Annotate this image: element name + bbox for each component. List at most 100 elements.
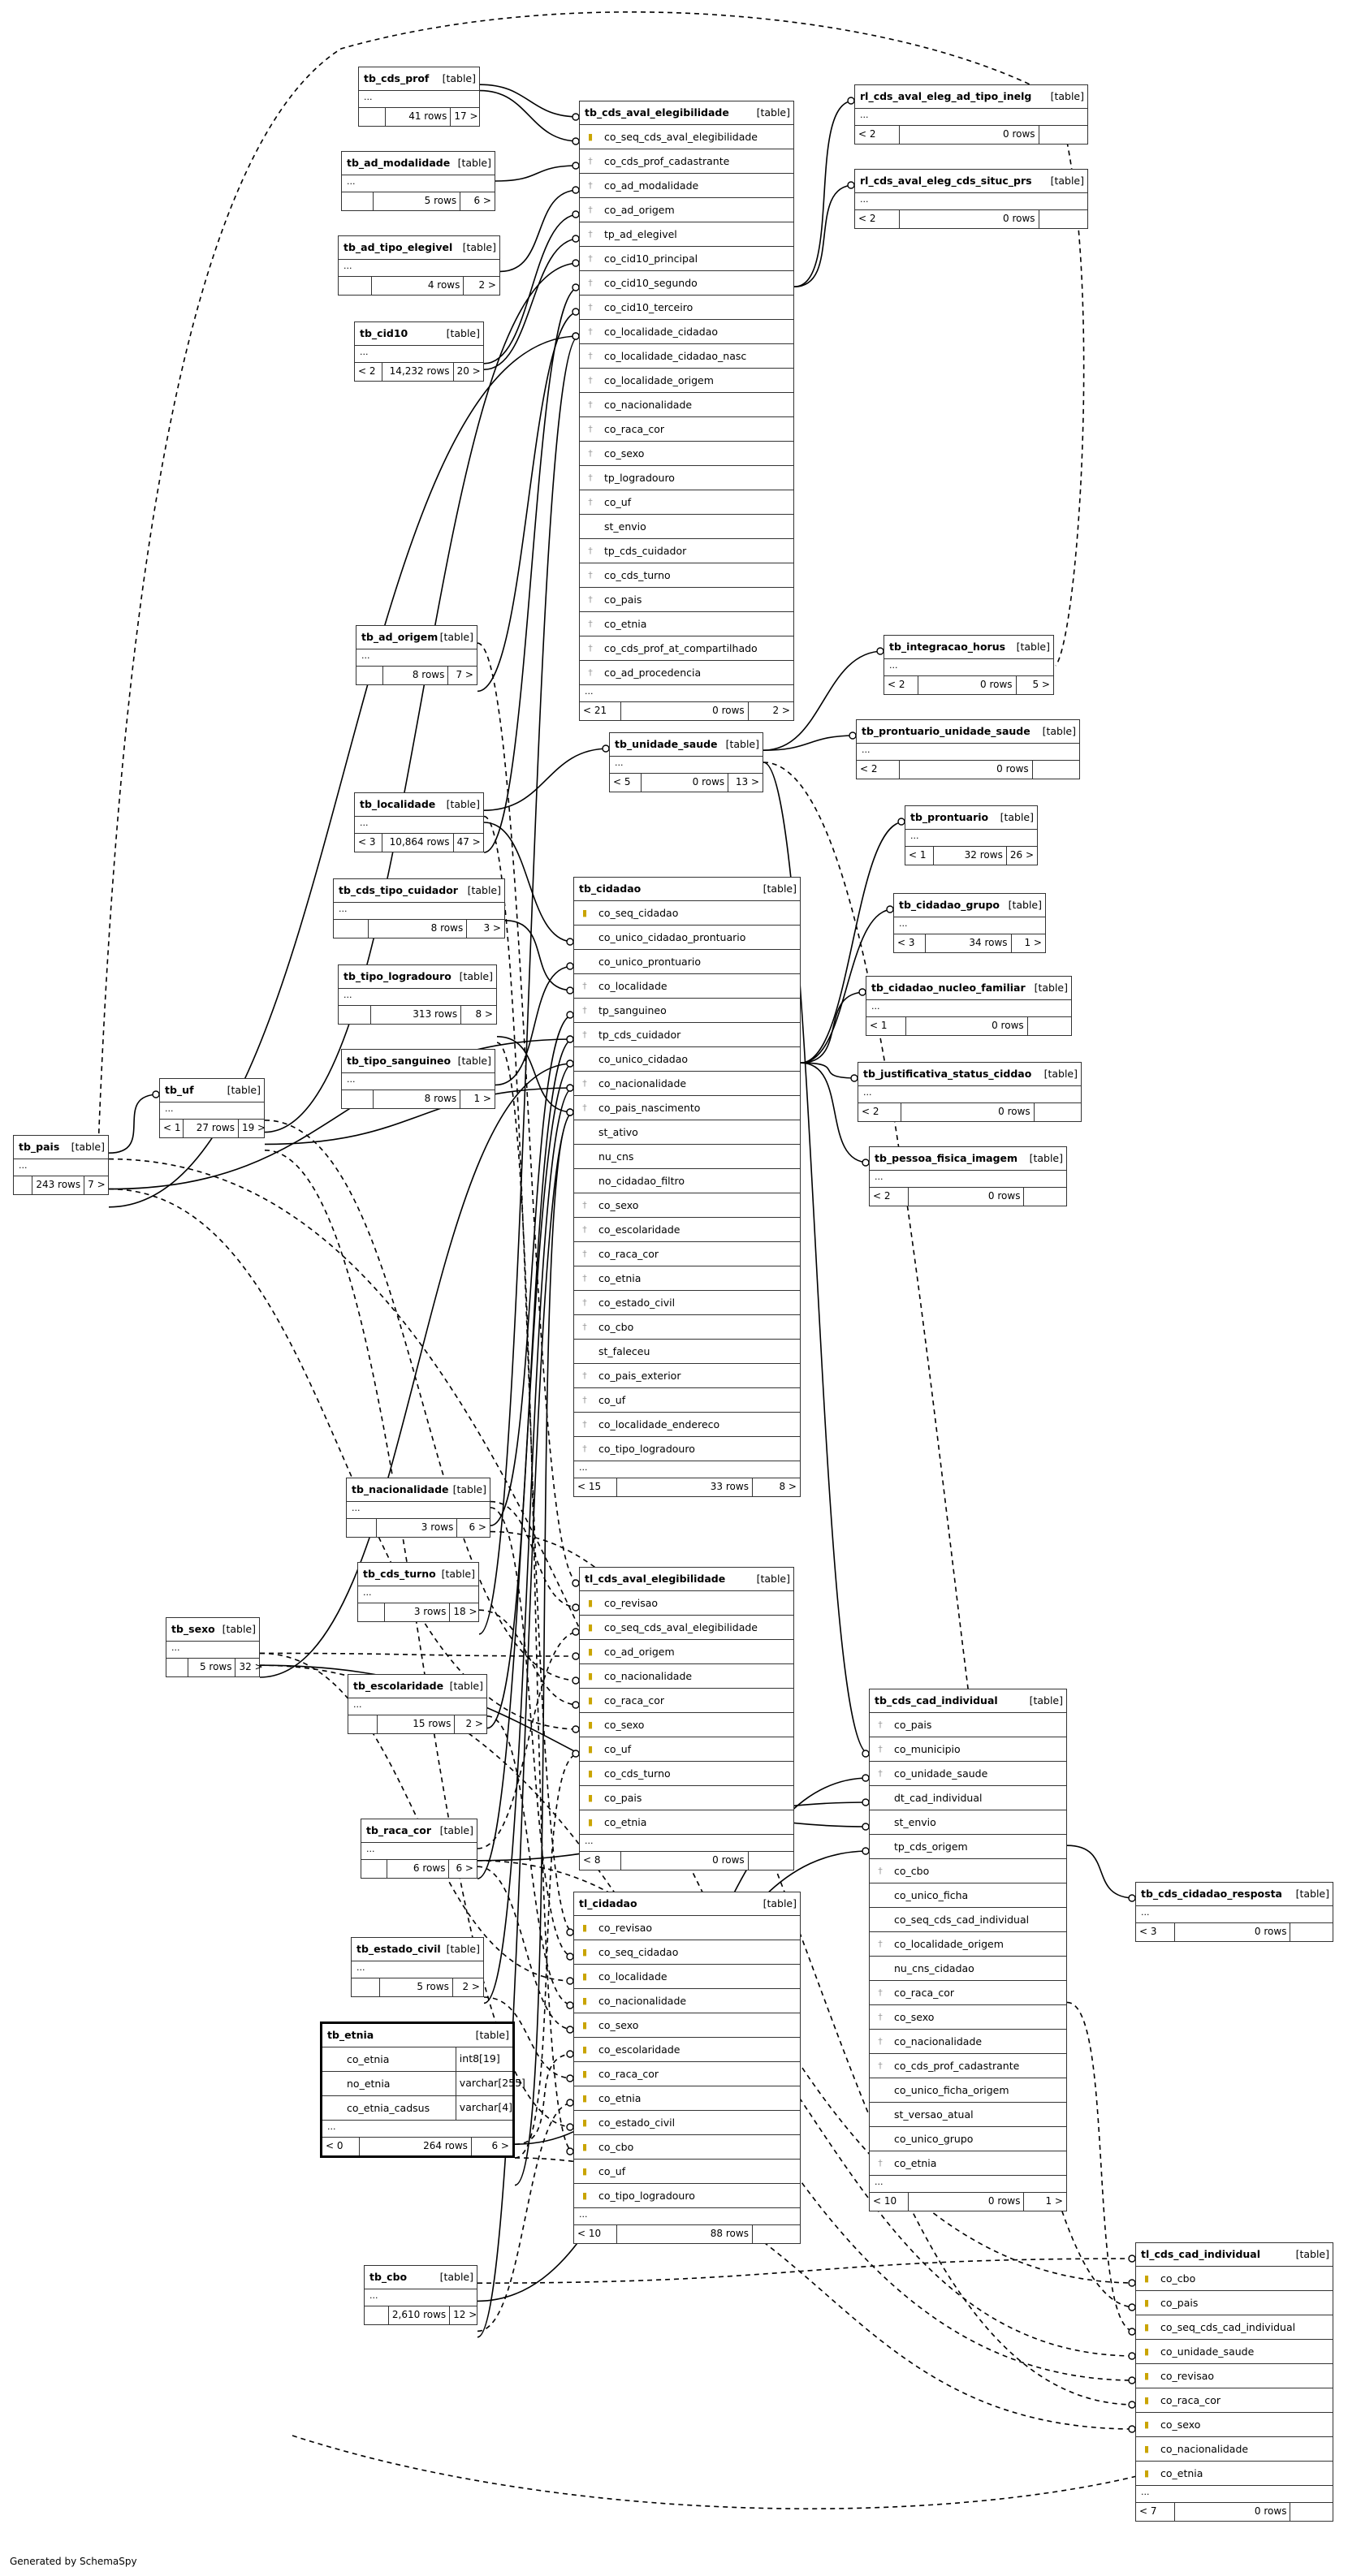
parents-count[interactable]: < 10 (574, 2225, 618, 2243)
table-name[interactable]: tb_cbo (369, 2271, 408, 2283)
table-name[interactable]: tb_justificativa_status_ciddao (863, 1068, 1032, 1080)
children-count[interactable]: 20 > (456, 365, 481, 377)
column-row[interactable]: †co_pais (870, 1713, 1066, 1737)
table-name[interactable]: tb_cidadao_grupo (899, 899, 1000, 911)
table-name[interactable]: tb_prontuario_unidade_saude (862, 725, 1030, 737)
column-row[interactable]: †co_raca_cor (870, 1981, 1066, 2005)
table-name[interactable]: tb_pessoa_fisica_imagem (875, 1152, 1018, 1164)
column-row[interactable]: †co_cds_prof_cadastrante (870, 2054, 1066, 2078)
parents-count[interactable] (359, 108, 386, 126)
column-row[interactable]: st_ativo (574, 1120, 800, 1145)
parents-count[interactable]: < 2 (355, 363, 383, 381)
column-row[interactable]: †co_localidade_origem (870, 1932, 1066, 1957)
column-row[interactable]: ▮co_raca_cor (574, 2062, 800, 2086)
table-name[interactable]: tb_unidade_saude (615, 738, 718, 750)
table-name[interactable]: tb_estado_civil (356, 1943, 441, 1955)
children-count[interactable]: 2 > (772, 705, 790, 716)
table-name[interactable]: tb_nacionalidade (352, 1483, 449, 1495)
table-tb-cds-cad-individual[interactable]: tb_cds_cad_individual[table]†co_pais†co_… (869, 1689, 1067, 2211)
column-row[interactable]: †co_cds_prof_at_compartilhado (580, 636, 793, 661)
children-count[interactable] (1290, 2503, 1333, 2521)
column-row[interactable]: ▮co_revisao (574, 1916, 800, 1940)
column-row[interactable]: ▮co_cbo (574, 2135, 800, 2160)
column-row[interactable]: ▮co_seq_cidadao (574, 1940, 800, 1965)
column-row[interactable]: ▮co_estado_civil (574, 2111, 800, 2135)
table-name[interactable]: tb_cds_aval_elegibilidade (585, 106, 729, 119)
parents-count[interactable] (348, 1715, 378, 1733)
children-count[interactable]: 19 > (241, 1122, 266, 1133)
column-row[interactable]: †tp_cds_cuidador (580, 539, 793, 563)
table-tb-cds-aval-elegibilidade[interactable]: tb_cds_aval_elegibilidade[table]▮co_seq_… (579, 101, 794, 721)
column-row[interactable]: †co_etnia (870, 2151, 1066, 2176)
column-row[interactable]: ▮co_etnia (580, 1810, 793, 1835)
parents-count[interactable] (347, 1519, 378, 1537)
column-row[interactable]: †co_cid10_terceiro (580, 296, 793, 320)
children-count[interactable]: 2 > (478, 279, 496, 291)
column-row[interactable]: ▮co_uf (580, 1737, 793, 1762)
column-row[interactable]: †co_nacionalidade (580, 393, 793, 417)
column-row[interactable]: ▮co_escolaridade (574, 2038, 800, 2062)
children-count[interactable]: 6 > (491, 2140, 509, 2151)
column-row[interactable]: nu_cns_cidadao (870, 1957, 1066, 1981)
parents-count[interactable]: < 0 (322, 2138, 361, 2155)
column-row[interactable]: †tp_logradouro (580, 466, 793, 490)
column-row[interactable]: †co_pais_nascimento (574, 1096, 800, 1120)
column-row[interactable]: †co_cds_prof_cadastrante (580, 149, 793, 174)
table-tb-justificativa-status-ciddao[interactable]: tb_justificativa_status_ciddao[table]...… (858, 1062, 1082, 1122)
parents-count[interactable]: < 3 (1136, 1923, 1175, 1941)
column-row[interactable]: †co_unidade_saude (870, 1762, 1066, 1786)
parents-count[interactable]: < 2 (855, 210, 900, 228)
column-row[interactable]: †co_cid10_segundo (580, 271, 793, 296)
children-count[interactable] (1039, 210, 1087, 228)
children-count[interactable]: 17 > (454, 110, 478, 122)
column-row[interactable]: tp_cds_origem (870, 1835, 1066, 1859)
table-name[interactable]: tl_cds_cad_individual (1141, 2248, 1261, 2260)
parents-count[interactable] (342, 192, 374, 210)
column-row[interactable]: †tp_ad_elegivel (580, 222, 793, 247)
parents-count[interactable]: < 7 (1136, 2503, 1175, 2521)
children-count[interactable]: 2 > (465, 1718, 483, 1729)
children-count[interactable]: 8 > (475, 1008, 493, 1020)
table-name[interactable]: tb_prontuario (910, 811, 989, 823)
column-row[interactable]: †co_cbo (574, 1315, 800, 1340)
table-name[interactable]: tb_cds_prof (364, 72, 430, 84)
children-count[interactable]: 6 > (469, 1521, 486, 1533)
table-name[interactable]: tb_integracao_horus (889, 641, 1006, 653)
parents-count[interactable]: < 2 (855, 126, 900, 144)
children-count[interactable] (1035, 1103, 1081, 1121)
column-row[interactable]: nu_cns (574, 1145, 800, 1169)
children-count[interactable]: 26 > (1009, 849, 1034, 861)
table-name[interactable]: tb_pais (19, 1141, 60, 1153)
children-count[interactable]: 7 > (456, 669, 473, 680)
column-row[interactable]: †co_cid10_principal (580, 247, 793, 271)
children-count[interactable]: 18 > (453, 1606, 477, 1617)
column-row[interactable]: †co_uf (574, 1388, 800, 1413)
parents-count[interactable] (365, 2306, 389, 2324)
parents-count[interactable] (342, 1090, 374, 1108)
column-row[interactable]: ▮co_seq_cds_aval_elegibilidade (580, 1616, 793, 1640)
table-name[interactable]: tb_tipo_sanguineo (347, 1055, 451, 1067)
table-name[interactable]: tb_raca_cor (366, 1824, 432, 1836)
parents-count[interactable]: < 1 (866, 1017, 907, 1035)
column-row[interactable]: †co_ad_origem (580, 198, 793, 222)
table-name[interactable]: rl_cds_aval_eleg_ad_tipo_inelg (860, 90, 1032, 102)
column-row[interactable]: †co_localidade_endereco (574, 1413, 800, 1437)
column-row[interactable]: st_envio (870, 1810, 1066, 1835)
column-row[interactable]: ▮co_cds_turno (580, 1762, 793, 1786)
children-count[interactable]: 47 > (456, 836, 481, 848)
column-row[interactable]: †co_raca_cor (580, 417, 793, 442)
column-row[interactable]: ▮co_ad_origem (580, 1640, 793, 1664)
table-name[interactable]: tb_localidade (360, 798, 436, 810)
children-count[interactable]: 1 > (1045, 2195, 1063, 2207)
